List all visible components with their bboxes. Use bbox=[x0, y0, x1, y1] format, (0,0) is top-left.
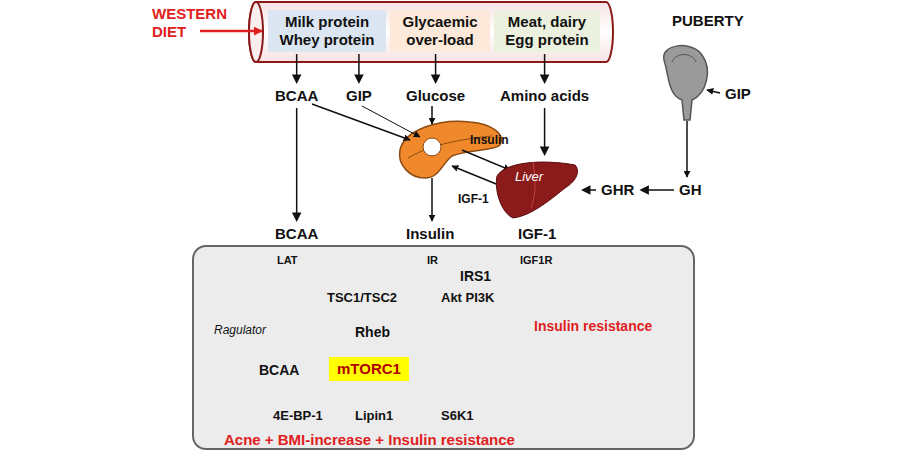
islet bbox=[423, 138, 441, 156]
node-text: BCAA bbox=[275, 87, 318, 105]
node-text: Akt PI3K bbox=[441, 290, 494, 306]
node-text: Acne + BMI-increase + Insulin resistance bbox=[224, 431, 515, 449]
receptor-label: GHR bbox=[598, 180, 637, 200]
arrow-label: IGF-1 bbox=[458, 192, 489, 206]
pituitary bbox=[664, 46, 708, 120]
arrow-label: Insulin bbox=[470, 133, 509, 147]
receptor-label: IGF1R bbox=[517, 253, 555, 268]
connector bbox=[431, 54, 441, 84]
node-text: LAT bbox=[277, 254, 298, 267]
cell-box: Acne + BMI-increase + Insulin resistance… bbox=[192, 245, 695, 450]
hormone-label: Insulin bbox=[403, 224, 457, 244]
food-box: Meat, dairy Egg protein bbox=[494, 10, 600, 52]
liver-organ: Liver bbox=[495, 158, 579, 220]
connector bbox=[354, 54, 364, 84]
food-box: Glycaemic over-load bbox=[390, 10, 490, 52]
connector-line bbox=[544, 108, 546, 150]
gip-to-pancreas bbox=[362, 106, 420, 137]
arrow-head bbox=[581, 185, 591, 195]
node-text: mTORC1 bbox=[337, 360, 401, 378]
edge-label: Insulin resistance bbox=[534, 318, 652, 335]
node-text: Insulin bbox=[406, 225, 454, 243]
connector bbox=[292, 54, 302, 84]
connector bbox=[292, 108, 302, 222]
gip-to-pituitary bbox=[707, 90, 720, 93]
edge-label: Ragulator bbox=[214, 323, 266, 337]
hormone-label: IGF-1 bbox=[515, 224, 559, 244]
node-text: Milk protein Whey protein bbox=[271, 13, 383, 49]
glucose-to-pancreas bbox=[431, 106, 433, 124]
node-text: Glycaemic over-load bbox=[393, 13, 487, 49]
node-text: Meat, dairy Egg protein bbox=[497, 13, 597, 49]
diet-label: WESTERN DIET bbox=[152, 5, 234, 41]
connector-line bbox=[435, 54, 437, 78]
node-text: GIP bbox=[346, 87, 372, 105]
arrow-head bbox=[292, 213, 302, 223]
hormone-label: GIP bbox=[343, 86, 375, 106]
target-label: S6K1 bbox=[438, 407, 477, 425]
insulin-to-liver bbox=[462, 150, 510, 170]
arrow-head bbox=[540, 147, 550, 157]
puberty-label: PUBERTY bbox=[672, 12, 744, 30]
node-text: GH bbox=[679, 181, 702, 199]
node-text: IRS1 bbox=[460, 268, 491, 285]
arrow-head bbox=[639, 185, 649, 195]
connector-line bbox=[645, 189, 674, 191]
nutrient-label: BCAA bbox=[256, 361, 302, 380]
arrow-head bbox=[540, 75, 550, 85]
node-text: IGF1R bbox=[520, 254, 552, 267]
connector-line bbox=[544, 54, 546, 78]
connector-line bbox=[296, 108, 298, 216]
protein-label: Rheb bbox=[352, 323, 393, 342]
pancreas bbox=[400, 121, 502, 178]
connector bbox=[639, 185, 674, 195]
pancreas-to-insulin bbox=[431, 178, 433, 221]
node-text: Rheb bbox=[355, 324, 390, 341]
protein-label: Akt PI3K bbox=[438, 289, 497, 307]
node-text: IGF-1 bbox=[518, 225, 556, 243]
intestine-tube bbox=[249, 2, 613, 62]
hormone-label: GIP bbox=[722, 84, 754, 104]
nutrient-label: BCAA bbox=[272, 224, 321, 244]
arrow-head bbox=[431, 75, 441, 85]
node-text: Amino acids bbox=[500, 87, 589, 105]
node-text: Glucose bbox=[406, 87, 465, 105]
pituitary-to-gh bbox=[686, 121, 688, 177]
node-text: S6K1 bbox=[441, 408, 474, 424]
nutrient-label: BCAA bbox=[272, 86, 321, 106]
node-text: Lipin1 bbox=[355, 408, 393, 424]
node-text: GIP bbox=[725, 85, 751, 103]
arrow-head bbox=[354, 75, 364, 85]
connector-line bbox=[358, 54, 360, 78]
diet-arrow bbox=[200, 30, 262, 33]
connector-line bbox=[296, 54, 298, 78]
connector bbox=[540, 108, 550, 156]
node-text: IR bbox=[427, 254, 438, 267]
node-text: Liver bbox=[515, 169, 543, 185]
mtorc1-box: mTORC1 bbox=[329, 357, 409, 381]
receptor-label: IR bbox=[424, 253, 441, 268]
liver-outline bbox=[496, 162, 577, 218]
liver-shape bbox=[495, 158, 579, 220]
bcaa-to-pancreas bbox=[312, 104, 410, 140]
node-text: BCAA bbox=[275, 225, 318, 243]
node-text: TSC1/TSC2 bbox=[327, 290, 397, 306]
node-text: GHR bbox=[601, 181, 634, 199]
food-box: Milk protein Whey protein bbox=[268, 10, 386, 52]
nutrient-label: Amino acids bbox=[497, 86, 592, 106]
receptor-label: LAT bbox=[274, 253, 301, 268]
node-text: BCAA bbox=[259, 362, 299, 379]
pituitary-lobe bbox=[672, 55, 696, 63]
node-text: 4E-BP-1 bbox=[273, 408, 323, 424]
protein-label: TSC1/TSC2 bbox=[324, 289, 400, 307]
hormone-label: GH bbox=[676, 180, 705, 200]
connector bbox=[581, 185, 596, 195]
nutrient-label: Glucose bbox=[403, 86, 468, 106]
target-label: 4E-BP-1 bbox=[270, 407, 326, 425]
protein-label: IRS1 bbox=[457, 267, 494, 286]
arrow-head bbox=[292, 75, 302, 85]
connector bbox=[540, 54, 550, 84]
target-label: Lipin1 bbox=[352, 407, 396, 425]
liver-lobe-line bbox=[531, 162, 535, 208]
